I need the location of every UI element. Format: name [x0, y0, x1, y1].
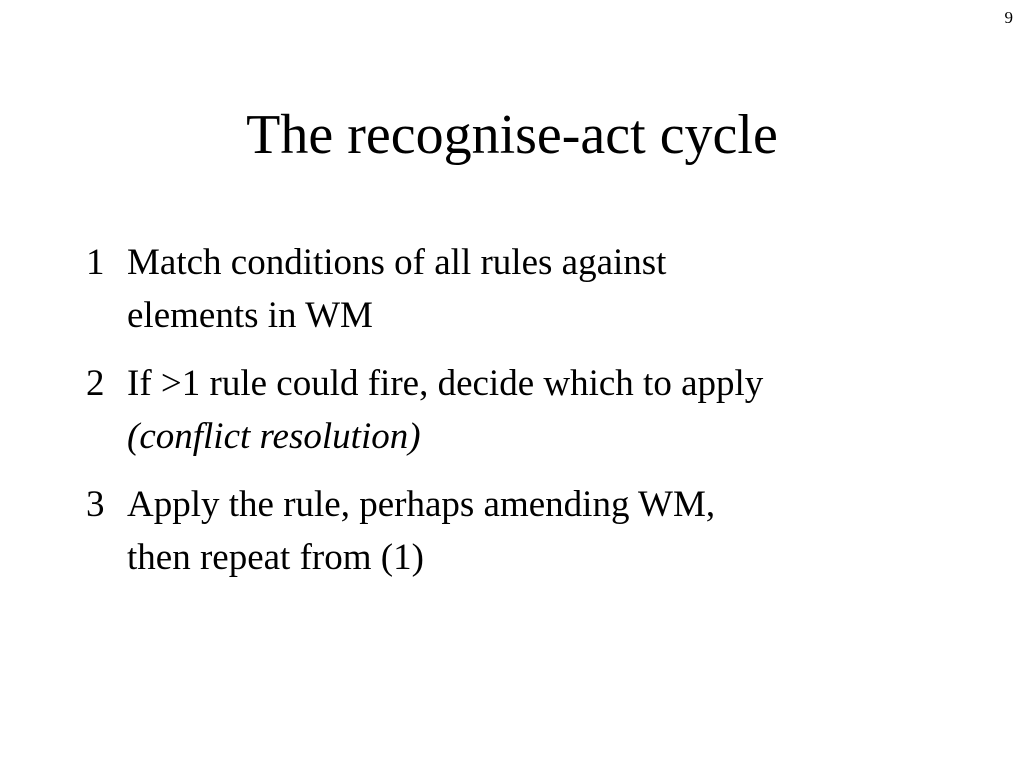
- page-number: 9: [1004, 8, 1014, 27]
- item-text: Apply the rule, perhaps amending WM, the…: [127, 478, 986, 584]
- item-number: 2: [86, 363, 105, 404]
- item-text-line: (conflict resolution): [127, 416, 421, 457]
- item-text-line: then repeat from (1): [127, 537, 424, 578]
- list-item: 1 Match conditions of all rules against …: [86, 236, 986, 342]
- item-number: 1: [86, 242, 105, 283]
- list-item: 2 If >1 rule could fire, decide which to…: [86, 357, 986, 463]
- item-text: If >1 rule could fire, decide which to a…: [127, 357, 986, 463]
- item-text: Match conditions of all rules against el…: [127, 236, 986, 342]
- item-number: 3: [86, 484, 105, 525]
- list-item: 3 Apply the rule, perhaps amending WM, t…: [86, 478, 986, 584]
- item-text-line: Apply the rule, perhaps amending WM,: [127, 484, 716, 525]
- item-list: 1 Match conditions of all rules against …: [86, 236, 986, 599]
- item-text-line: Match conditions of all rules against: [127, 242, 667, 283]
- slide-title: The recognise-act cycle: [246, 104, 778, 166]
- item-text-line: If >1 rule could fire, decide which to a…: [127, 363, 764, 404]
- item-text-line: elements in WM: [127, 295, 373, 336]
